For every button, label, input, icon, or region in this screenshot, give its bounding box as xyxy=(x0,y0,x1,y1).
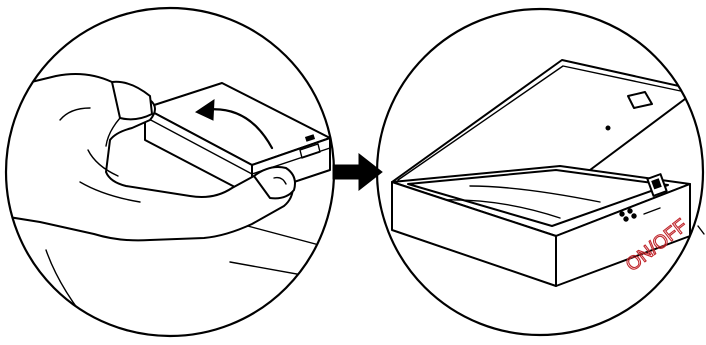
step-2-open-device-panel: ON/OFF xyxy=(377,9,704,335)
device-lid xyxy=(392,60,697,182)
device-base xyxy=(392,166,690,286)
device-box xyxy=(145,83,330,196)
right-arrow-icon xyxy=(333,154,382,190)
step-1-open-lid-panel xyxy=(0,8,338,336)
